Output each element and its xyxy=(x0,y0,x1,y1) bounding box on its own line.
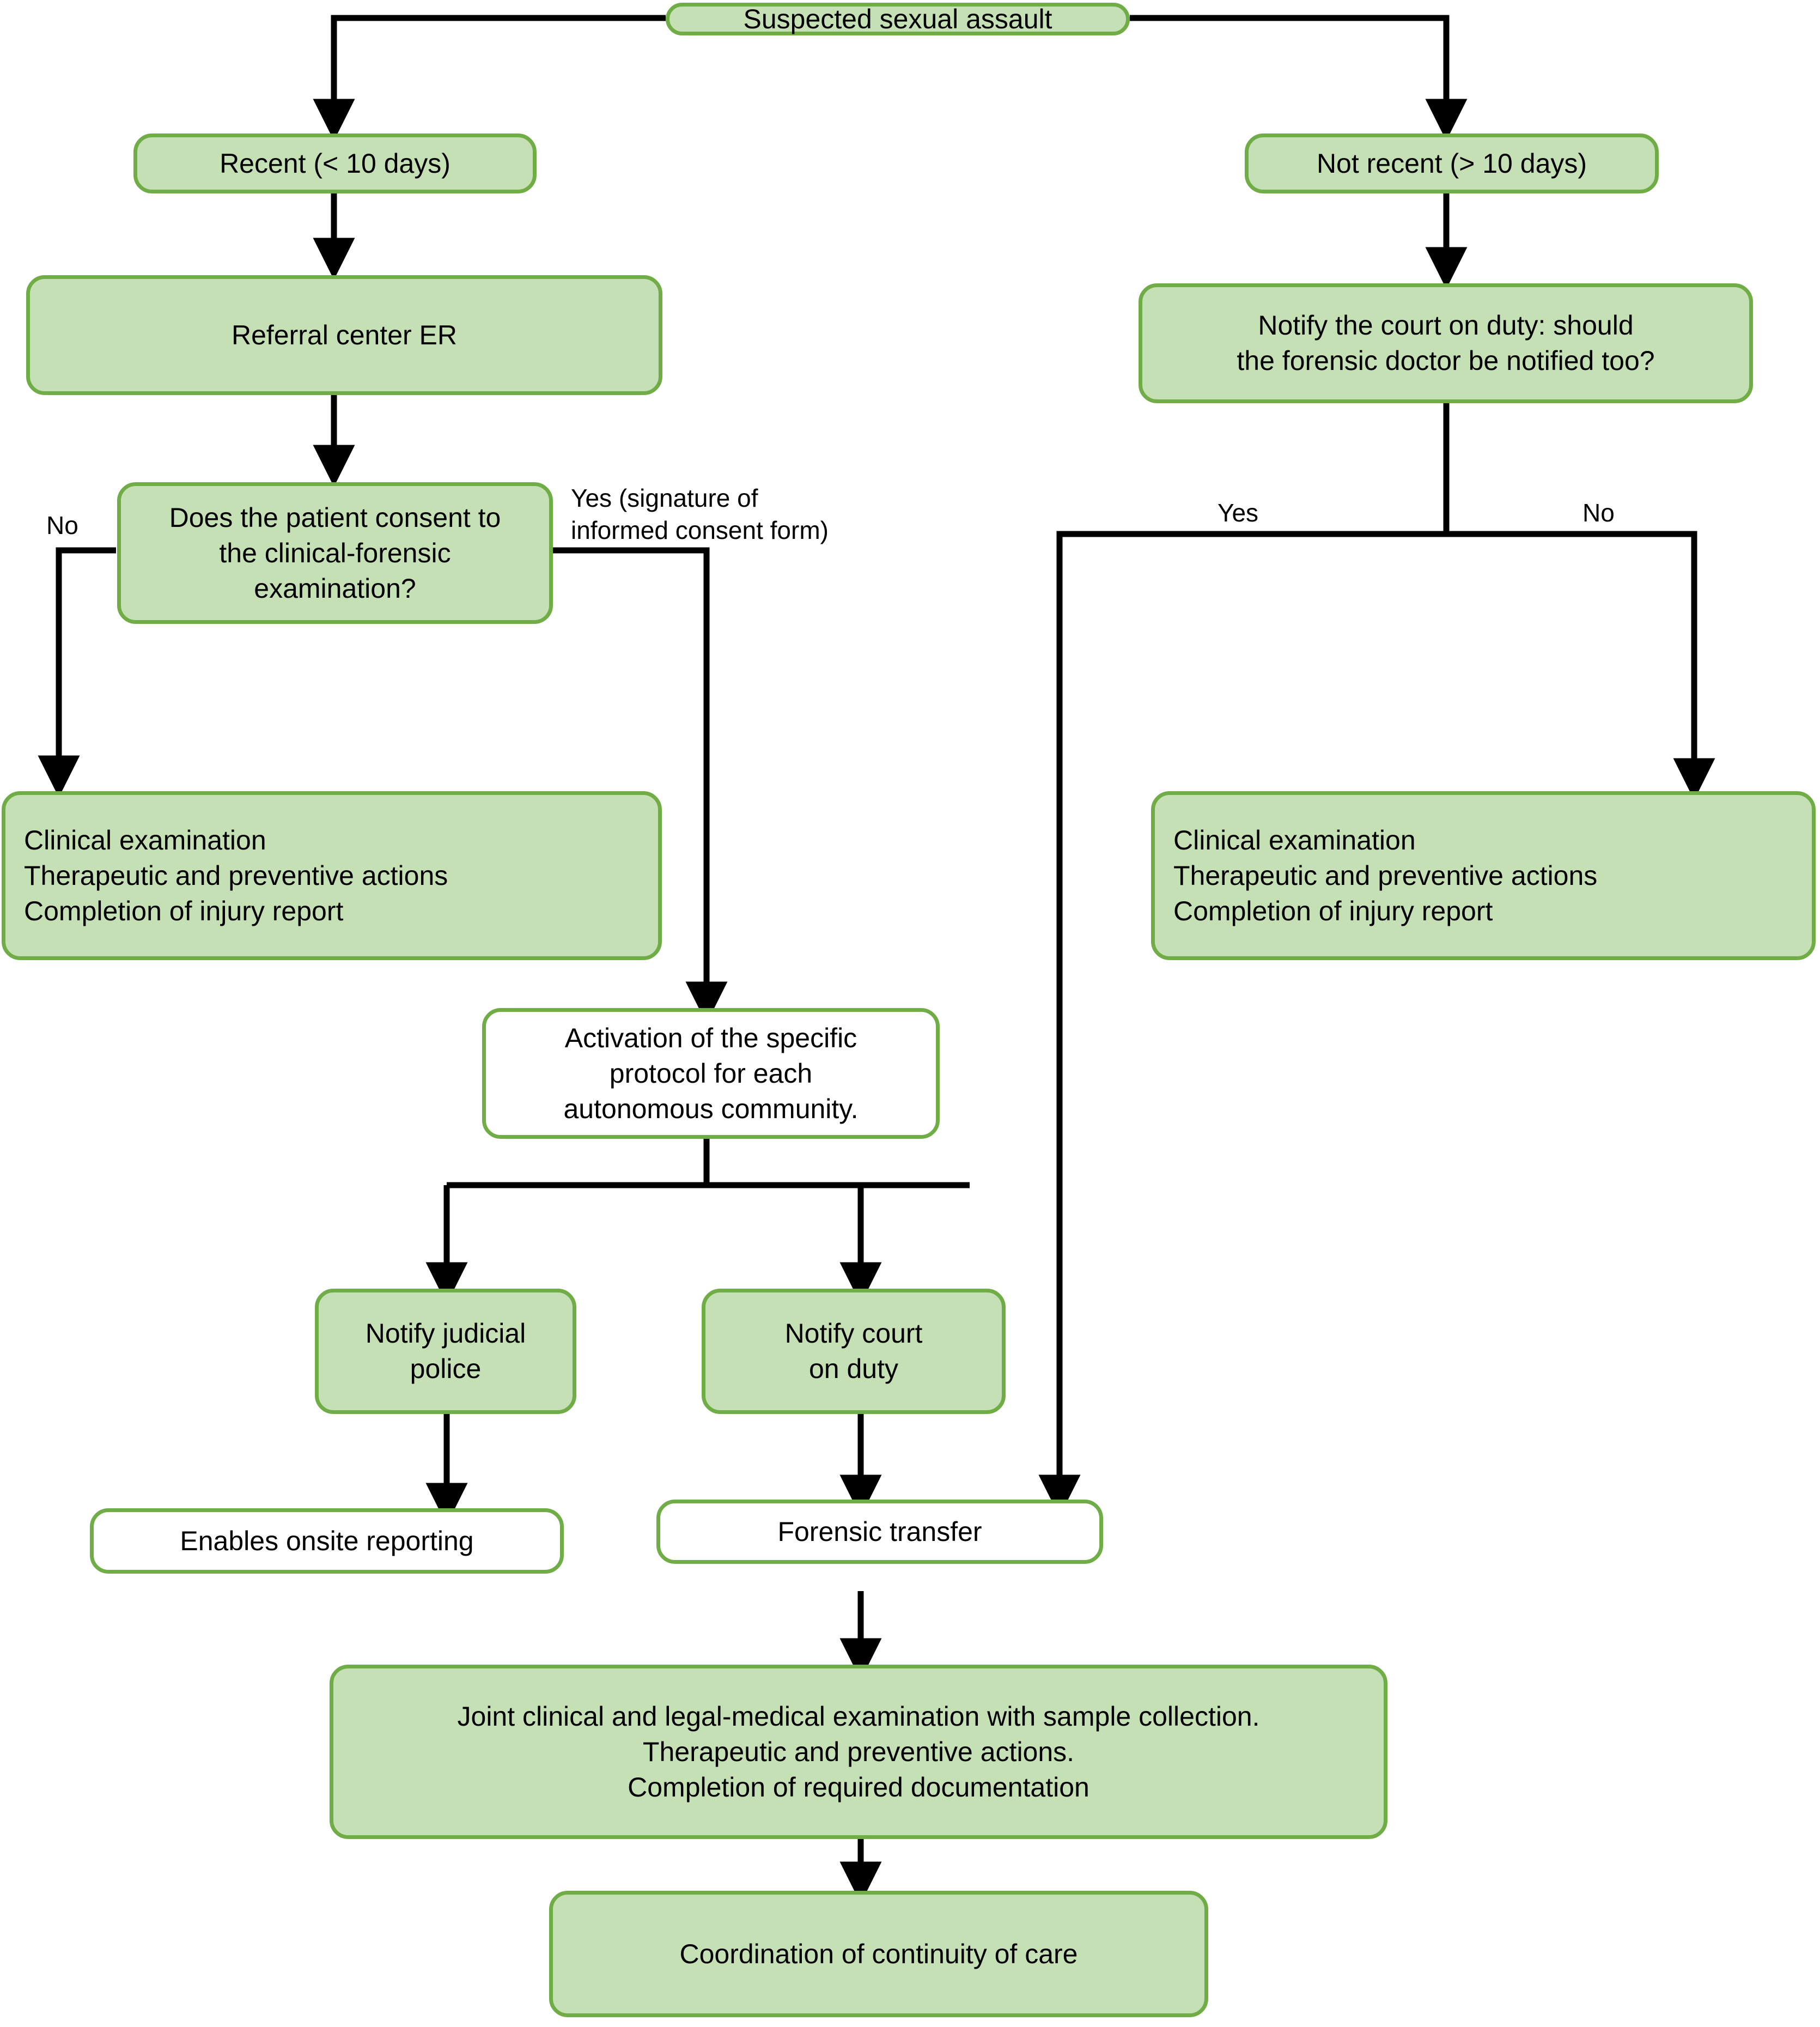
edge-root-to-recent xyxy=(313,15,666,141)
node-notify-court-on-duty[interactable]: Notify the court on duty: should the for… xyxy=(1139,283,1753,403)
node-clinical-examination-left[interactable]: Clinical examination Therapeutic and pre… xyxy=(2,791,662,960)
node-referral-center-er[interactable]: Referral center ER xyxy=(26,275,662,395)
node-enables-onsite-reporting[interactable]: Enables onsite reporting xyxy=(90,1508,564,1574)
edge-label-consent-yes: Yes (signature of informed consent form) xyxy=(571,484,829,544)
edge-root-to-not-recent xyxy=(1130,15,1468,141)
edge-label-consent-no: No xyxy=(46,511,78,539)
node-consent-question[interactable]: Does the patient consent to the clinical… xyxy=(117,482,553,624)
edge-label-court-no: No xyxy=(1582,499,1615,527)
node-forensic-transfer[interactable]: Forensic transfer xyxy=(656,1500,1103,1564)
node-recent[interactable]: Recent (< 10 days) xyxy=(133,133,537,193)
node-suspected-sexual-assault[interactable]: Suspected sexual assault xyxy=(666,3,1130,35)
node-coordination-continuity[interactable]: Coordination of continuity of care xyxy=(549,1891,1208,2017)
node-notify-court-on-duty-2[interactable]: Notify court on duty xyxy=(702,1289,1006,1414)
node-joint-examination[interactable]: Joint clinical and legal-medical examina… xyxy=(330,1665,1387,1839)
edge-court-no xyxy=(1446,531,1715,800)
node-notify-judicial-police[interactable]: Notify judicial police xyxy=(315,1289,576,1414)
node-activation-protocol[interactable]: Activation of the specific protocol for … xyxy=(482,1008,940,1139)
edge-court-yes xyxy=(1038,531,1446,1517)
edge-label-court-yes: Yes xyxy=(1218,499,1259,527)
node-clinical-examination-right[interactable]: Clinical examination Therapeutic and pre… xyxy=(1151,791,1816,960)
edge-consent-no xyxy=(38,547,116,798)
node-not-recent[interactable]: Not recent (> 10 days) xyxy=(1245,133,1659,193)
